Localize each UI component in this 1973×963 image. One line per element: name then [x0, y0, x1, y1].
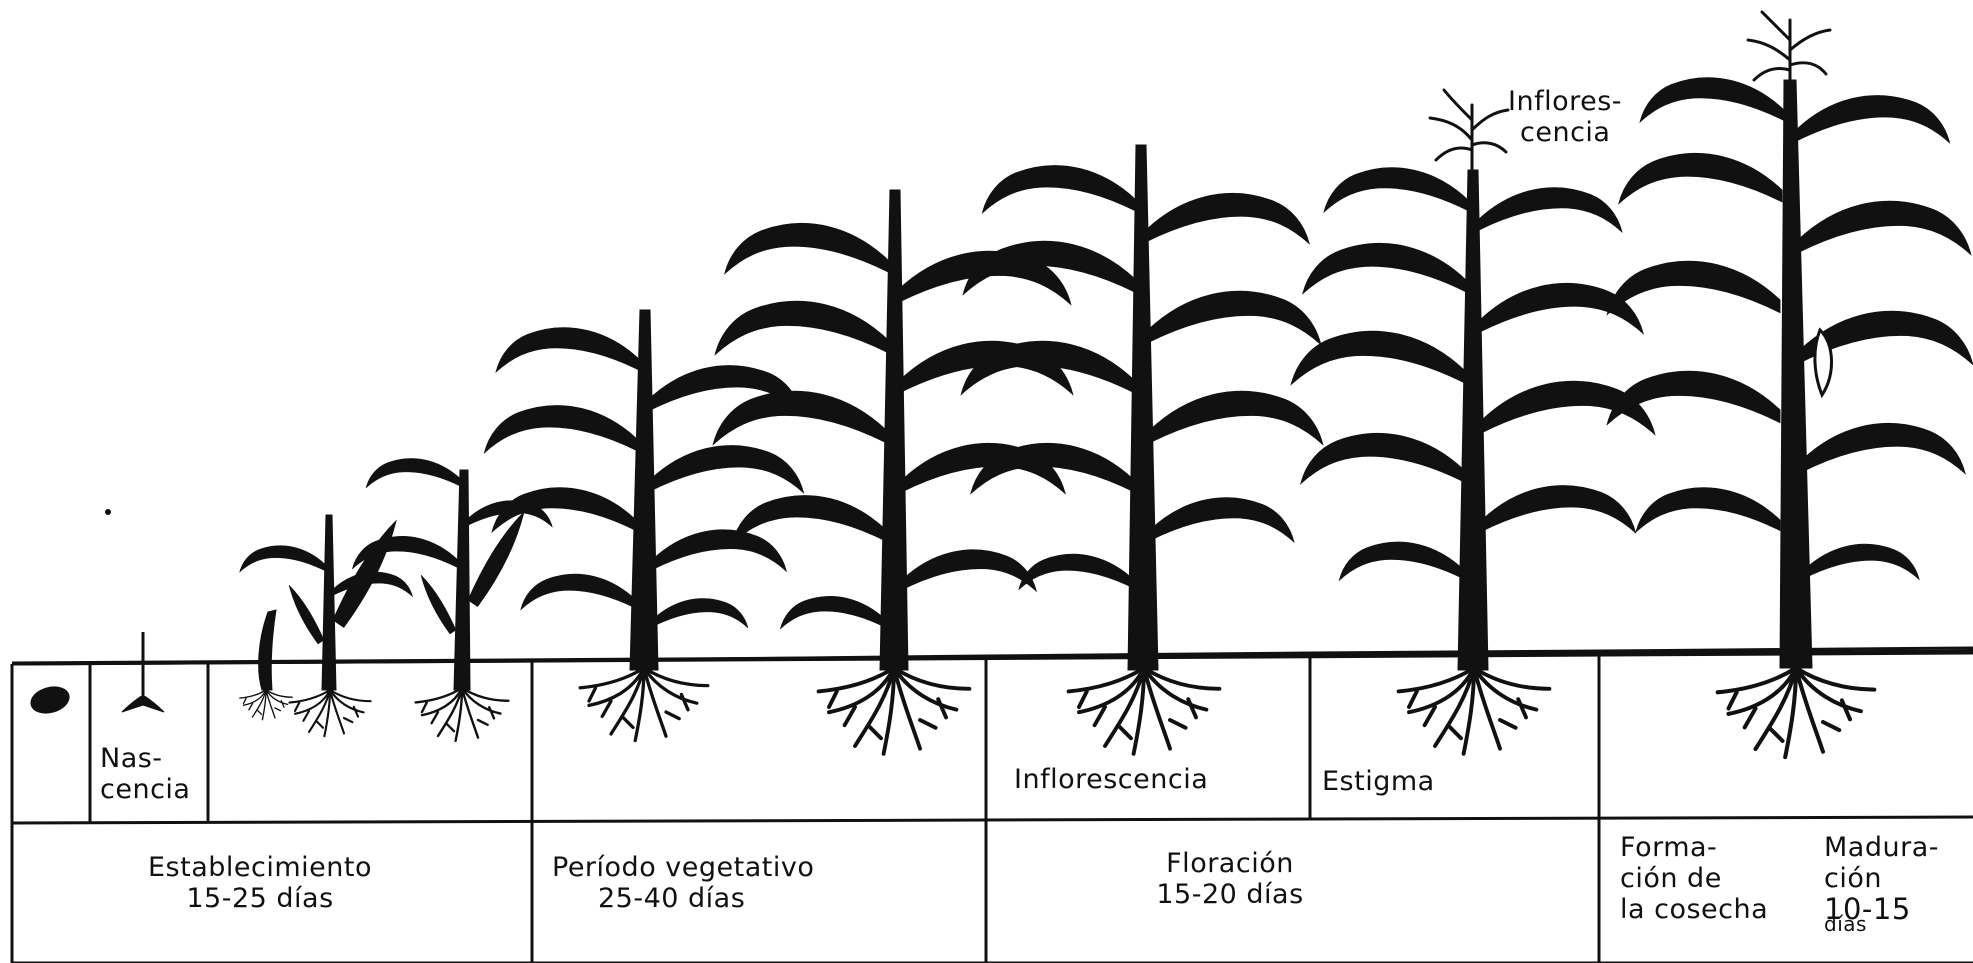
mature-plant — [1607, 12, 1973, 757]
stage-floracion-duration: 15-20 días — [1080, 879, 1380, 910]
stage-floracion: Floración 15-20 días — [1080, 848, 1380, 910]
vegetative-plant-2 — [713, 190, 1073, 754]
stage-floracion-name: Floración — [1080, 848, 1380, 879]
stage-formacion-line1: Forma- — [1620, 832, 1768, 863]
tassel — [1748, 12, 1830, 85]
stage-formacion-line2: ción de — [1620, 863, 1768, 894]
nascencia-label: Nas- cencia — [100, 743, 190, 805]
nascencia-line1: Nas- — [100, 743, 190, 774]
stage-formacion: Forma- ción de la cosecha — [1620, 832, 1768, 925]
estigma-label: Estigma — [1322, 766, 1435, 797]
seed-stage — [27, 509, 111, 718]
inflorescence-callout: Inflores- cencia — [1508, 86, 1622, 148]
inflorescence-callout-line2: cencia — [1508, 117, 1622, 148]
inflorescencia-label: Inflorescencia — [1014, 764, 1208, 795]
stage-maduracion-line1: Madura- — [1824, 832, 1939, 863]
stage-vegetativo-name: Período vegetativo — [552, 852, 814, 883]
flowering-plant-1 — [961, 145, 1323, 754]
stage-establecimiento: Establecimiento 15-25 días — [110, 852, 410, 914]
nascencia-sprout — [122, 632, 164, 712]
inflorescence-callout-line1: Inflores- — [1508, 86, 1622, 117]
stage-establecimiento-duration: 15-25 días — [110, 883, 410, 914]
stage-establecimiento-name: Establecimiento — [110, 852, 410, 883]
stage-maduracion: Madura- ción 10-15 días — [1824, 832, 1939, 933]
stage-vegetativo-duration: 25-40 días — [552, 883, 814, 914]
nascencia-line2: cencia — [100, 774, 190, 805]
tassel — [1430, 90, 1508, 175]
stage-formacion-line3: la cosecha — [1620, 894, 1768, 925]
seedling-1 — [240, 610, 292, 720]
stage-maduracion-line2: ción — [1824, 863, 1939, 894]
stage-vegetativo: Período vegetativo 25-40 días — [552, 852, 814, 914]
